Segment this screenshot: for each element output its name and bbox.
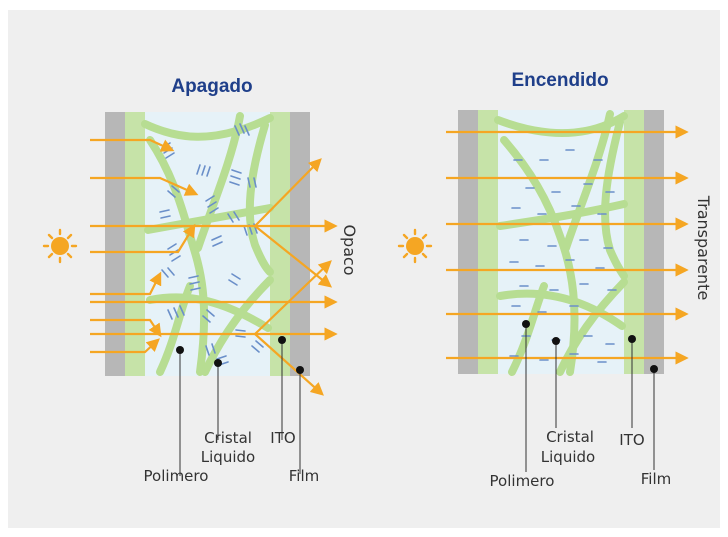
- off-label-crystal-2: Liquido: [201, 448, 255, 466]
- on-film-right: [644, 110, 664, 374]
- on-ito-dot: [628, 335, 636, 343]
- off-light-rays: [90, 138, 338, 396]
- on-label-film: Film: [641, 470, 671, 488]
- off-label-polymer: Polimero: [144, 467, 209, 485]
- off-label-film: Film: [289, 467, 319, 485]
- off-ito-dot: [278, 336, 286, 344]
- on-crystal-dot: [552, 337, 560, 345]
- off-label-crystal-1: Cristal: [204, 429, 252, 447]
- on-title: Encendido: [511, 70, 608, 91]
- off-polymer-dot: [176, 346, 184, 354]
- off-state-diagram: Apagado: [42, 76, 359, 485]
- off-film-left: [105, 112, 125, 376]
- on-ito-right: [624, 110, 644, 374]
- on-state-label: Transparente: [694, 195, 713, 301]
- off-label-ito: ITO: [270, 429, 295, 447]
- on-ito-left: [478, 110, 498, 374]
- on-film-dot: [650, 365, 658, 373]
- sun-icon: [397, 228, 433, 264]
- off-title: Apagado: [171, 76, 252, 97]
- off-callouts: [179, 340, 301, 476]
- on-label-ito: ITO: [619, 431, 644, 449]
- off-ito-left: [125, 112, 145, 376]
- off-ito-right: [270, 112, 290, 376]
- off-film-right: [290, 112, 310, 376]
- on-film-left: [458, 110, 478, 374]
- off-film-dot: [296, 366, 304, 374]
- off-crystal-dot: [214, 359, 222, 367]
- on-state-diagram: Encendido: [397, 70, 713, 490]
- off-state-label: Opaco: [340, 224, 359, 275]
- on-polymer-dot: [522, 320, 530, 328]
- on-label-crystal-1: Cristal: [546, 428, 594, 446]
- on-callouts: [525, 324, 655, 472]
- on-label-crystal-2: Liquido: [541, 448, 595, 466]
- sun-icon: [42, 228, 78, 264]
- on-light-rays: [446, 125, 689, 365]
- on-label-polymer: Polimero: [490, 472, 555, 490]
